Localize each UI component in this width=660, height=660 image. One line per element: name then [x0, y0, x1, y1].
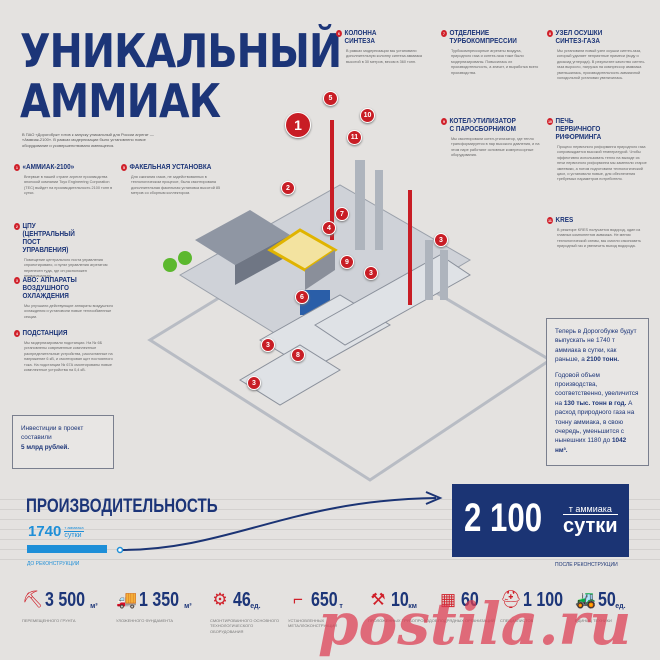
plant-illustration — [147, 120, 553, 482]
number-badge: 2 — [14, 223, 20, 230]
marker-10: 10 — [360, 108, 375, 123]
marker-4: 4 — [322, 221, 336, 235]
section-ammonia-2100: 1«АММИАК-2100»Впервые в нашей стране агр… — [14, 163, 114, 197]
before-label: ДО РЕКОНСТРУКЦИИ — [27, 561, 80, 567]
before-bar — [27, 545, 107, 553]
number-badge: 8 — [547, 30, 553, 37]
warehouse-building — [195, 210, 290, 265]
number-badge: 1 — [14, 164, 20, 171]
marker-11: 11 — [347, 130, 362, 145]
summary-box: Теперь в Дорогобуже будут выпускать не 1… — [546, 318, 649, 466]
tank — [163, 258, 177, 272]
marker-7: 7 — [335, 207, 349, 221]
marker-1: 1 — [285, 112, 311, 138]
marker-5: 5 — [323, 91, 338, 106]
stat-foundation: 🚚1 350м³уложенного фундамента — [116, 589, 192, 623]
concrete-mixer-icon: 🚚 — [116, 590, 138, 609]
marker-3: 3 — [261, 338, 275, 352]
stat-pipes: ⚒10кмпроложенных трубопроводов — [368, 589, 438, 623]
number-badge: 11 — [547, 217, 553, 224]
bulldozer-icon: 🚜 — [575, 590, 597, 609]
marker-8: 8 — [291, 348, 305, 362]
watermark: postila.ru — [318, 590, 632, 658]
marker-9: 9 — [340, 255, 354, 269]
marker-2: 2 — [281, 181, 295, 195]
after-value-box: 2 100 т аммиака сутки — [452, 484, 629, 557]
number-badge: 10 — [547, 118, 553, 125]
number-badge: 7 — [441, 30, 447, 37]
stat-soil: ⛏3 500м³перемещенного грунта — [22, 589, 98, 623]
excavator-icon: ⛏ — [22, 590, 44, 609]
productivity-title: ПРОИЗВОДИТЕЛЬНОСТЬ — [26, 496, 218, 517]
pipe-valve-icon: ⚒ — [370, 590, 386, 609]
stat-contractors: ▦60подрядных организаций — [438, 589, 495, 623]
marker-3: 3 — [247, 376, 261, 390]
stat-specialists: ⛑1 100специалистов — [500, 589, 564, 623]
beam-icon: ⌐ — [293, 590, 303, 609]
number-badge: 9 — [441, 118, 447, 125]
stat-metal: ⌐650тустановленных металлоконструкций — [288, 589, 343, 629]
building-icon: ▦ — [439, 590, 457, 609]
marker-3: 3 — [434, 233, 448, 247]
number-badge: 5 — [121, 164, 127, 171]
gear-icon: ⚙ — [212, 590, 228, 609]
marker-6: 6 — [295, 290, 309, 304]
marker-3: 3 — [364, 266, 378, 280]
air-cooler-block — [239, 344, 341, 406]
hard-hat-icon: ⛑ — [500, 590, 522, 609]
tank — [178, 251, 192, 265]
synthesis-column — [355, 160, 365, 250]
number-badge: 4 — [14, 330, 20, 337]
growth-arrow — [116, 491, 443, 554]
number-badge: 6 — [336, 30, 342, 37]
intro-text: В ПАО «Дорогобуж» готов к запуску уникал… — [22, 132, 154, 148]
number-badge: 3 — [14, 277, 20, 284]
after-label: ПОСЛЕ РЕКОНСТРУКЦИИ — [555, 562, 618, 568]
